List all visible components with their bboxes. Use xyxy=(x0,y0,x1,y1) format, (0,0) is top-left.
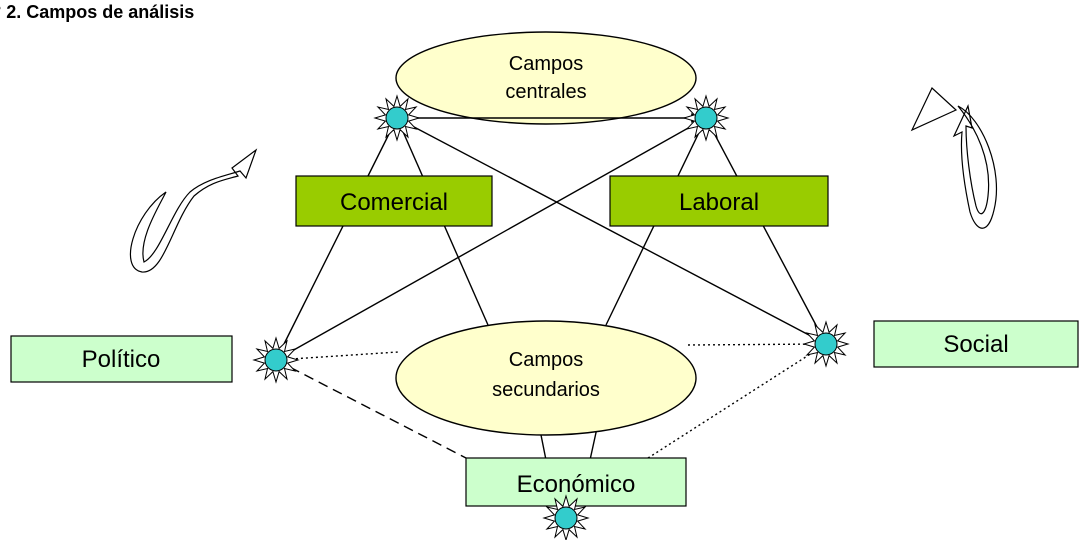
social-box: Social xyxy=(873,320,1079,368)
line-politico-secondary-dotted xyxy=(275,351,399,361)
curved-arrow-right-icon xyxy=(910,87,998,229)
politico-box: Político xyxy=(10,335,233,383)
line-politico-economico-dashed xyxy=(275,359,467,459)
economico-box: Económico xyxy=(465,457,687,507)
comercial-box: Comercial xyxy=(295,175,493,227)
secondary-fields-ellipse: Campos secundarios xyxy=(395,320,697,436)
line-central-right-politico xyxy=(275,117,707,361)
central-fields-label-line2: centrales xyxy=(505,81,586,103)
line-central-left-politico xyxy=(275,117,398,361)
starburst-node-central-left-icon xyxy=(373,94,421,142)
line-central-right-social xyxy=(705,117,827,345)
secondary-fields-label-line1: Campos xyxy=(509,349,583,371)
line-economico-social-dotted xyxy=(647,343,827,459)
secondary-fields-label-line2: secundarios xyxy=(492,379,600,401)
comercial-label: Comercial xyxy=(340,189,448,216)
starburst-node-economico-icon xyxy=(542,494,590,540)
economico-label: Económico xyxy=(517,471,636,498)
central-fields-ellipse: Campos centrales xyxy=(395,31,697,125)
central-fields-label-line1: Campos xyxy=(509,53,583,75)
starburst-node-central-right-icon xyxy=(682,94,730,142)
laboral-label: Laboral xyxy=(679,189,759,216)
line-central-left-social xyxy=(396,117,827,345)
figure-title: ° 2. Campos de análisis xyxy=(0,2,195,22)
laboral-box: Laboral xyxy=(609,175,829,227)
politico-label: Político xyxy=(82,346,161,373)
starburst-node-politico-icon xyxy=(252,336,300,384)
social-label: Social xyxy=(943,331,1008,358)
starburst-node-social-icon xyxy=(802,320,850,368)
line-secondary-to-economico-right xyxy=(589,427,598,461)
curved-arrow-left-icon xyxy=(129,148,258,273)
starburst-nodes xyxy=(252,94,850,540)
